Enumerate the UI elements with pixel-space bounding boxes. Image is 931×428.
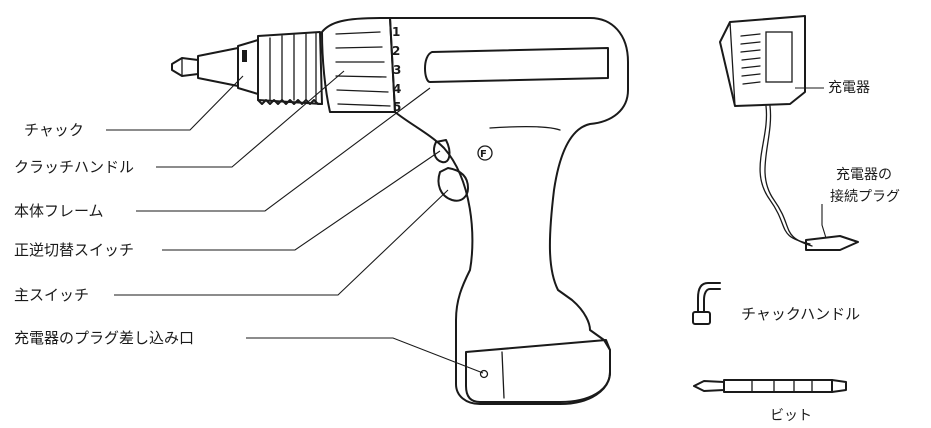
- label-reverse-switch: 正逆切替スイッチ: [14, 241, 135, 259]
- clutch-number-1: 1: [392, 25, 400, 39]
- trigger-assembly: [433, 139, 469, 202]
- label-clutch-handle: クラッチハンドル: [14, 158, 135, 176]
- label-body-frame: 本体フレーム: [14, 202, 104, 220]
- leader-chuck: [106, 75, 244, 131]
- chuck-front: [197, 39, 259, 95]
- clutch-number-3: 3: [393, 63, 401, 77]
- chuck-sleeve: [257, 31, 323, 105]
- drill-leader-lines: [106, 70, 484, 374]
- logo-mark: F: [480, 149, 487, 160]
- leader-charger-plug-inlet: [246, 337, 484, 374]
- label-charger: 充電器: [828, 80, 870, 96]
- battery-pack: [465, 339, 611, 403]
- charger-leader-lines: [795, 87, 827, 239]
- label-main-switch: 主スイッチ: [14, 286, 90, 304]
- leader-body-frame: [136, 87, 431, 212]
- clutch-numbers: 1 2 3 4 5: [392, 25, 401, 114]
- label-chuck-handle: チャックハンドル: [741, 305, 861, 323]
- clutch-number-2: 2: [392, 44, 400, 58]
- drill-bit-tip: [171, 57, 199, 77]
- leader-reverse-switch: [162, 150, 441, 251]
- label-charger-plug-inlet: 充電器のプラグ差し込み口: [14, 329, 195, 347]
- drill-illustration: 1 2 3 4 5 F: [171, 17, 629, 405]
- leader-main-switch: [114, 189, 449, 296]
- label-charger-plug-line2: 接続プラグ: [830, 189, 900, 205]
- label-bit: ビット: [770, 408, 812, 424]
- leader-clutch-handle: [156, 70, 345, 168]
- bit-illustration: [693, 379, 847, 393]
- label-charger-plug-line1: 充電器の: [836, 167, 892, 183]
- label-chuck: チャック: [24, 121, 84, 139]
- clutch-number-5: 5: [393, 100, 401, 114]
- clutch-number-4: 4: [393, 82, 401, 96]
- chuck-handle-illustration: [692, 282, 721, 325]
- charger-illustration: [719, 15, 859, 251]
- leader-charger-plug: [821, 204, 827, 239]
- clutch-ring: [321, 17, 396, 113]
